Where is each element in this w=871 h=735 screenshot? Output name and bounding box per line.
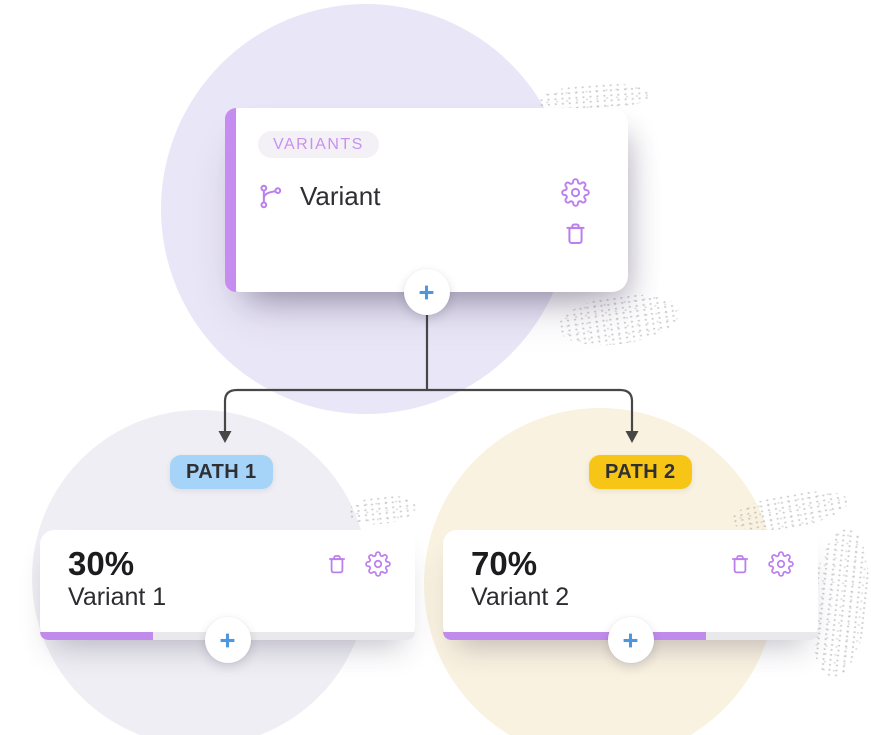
git-branch-icon	[260, 184, 282, 208]
branch-connector-lines	[218, 314, 639, 443]
variant-node-label: Variant	[300, 181, 381, 211]
trash-icon	[328, 555, 346, 574]
plus-icon	[623, 633, 638, 647]
path-2-card[interactable]: 70%	[443, 530, 818, 663]
split-percentage: 30%	[68, 545, 135, 582]
variants-badge: VARIANTS	[258, 131, 379, 158]
delete-button[interactable]	[325, 552, 349, 576]
split-percentage: 70%	[471, 545, 538, 582]
arrow-down-icon	[625, 431, 639, 443]
add-step-button[interactable]	[607, 617, 654, 663]
path-2-badge: PATH 2	[589, 455, 692, 489]
split-progress-fill	[443, 632, 706, 640]
plus-icon	[419, 285, 434, 299]
settings-button[interactable]	[768, 551, 794, 577]
variant-label: Variant 1	[68, 583, 167, 611]
trash-icon	[731, 555, 749, 574]
split-progress-fill	[40, 632, 153, 640]
gear-icon	[768, 551, 794, 577]
gear-icon	[365, 551, 391, 577]
path-1-badge: PATH 1	[170, 455, 273, 489]
trash-icon	[566, 223, 585, 244]
plus-icon	[220, 633, 235, 647]
add-step-button[interactable]	[204, 617, 251, 663]
delete-button[interactable]	[728, 552, 752, 576]
settings-button[interactable]	[365, 551, 391, 577]
accent-stripe	[225, 108, 236, 292]
variant-label: Variant 2	[471, 583, 570, 611]
gear-icon	[561, 178, 590, 207]
path-1-card[interactable]: 30%	[40, 530, 415, 663]
variant-node-card[interactable]: VARIANTS Variant	[225, 108, 628, 315]
settings-button[interactable]	[561, 178, 590, 207]
arrow-down-icon	[218, 431, 232, 443]
add-branch-button[interactable]	[403, 269, 450, 315]
delete-button[interactable]	[562, 220, 589, 247]
